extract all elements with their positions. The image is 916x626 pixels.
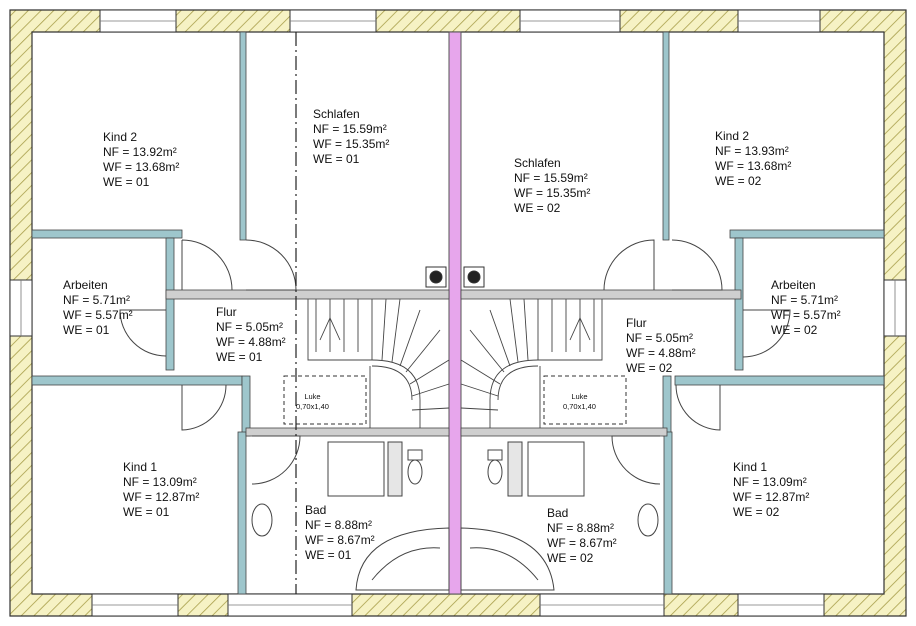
room-nf: NF = 8.88m² — [305, 518, 373, 532]
room-nf: NF = 5.05m² — [626, 331, 694, 345]
room-we: WE = 02 — [733, 505, 780, 519]
room-label-kind2-we01: Kind 2 NF = 13.92m² WF = 13.68m² WE = 01 — [103, 130, 179, 190]
room-nf: NF = 5.71m² — [63, 293, 131, 307]
room-wf: WF = 13.68m² — [715, 159, 792, 173]
doors — [119, 239, 791, 485]
hatch-name: Luke — [304, 392, 321, 401]
room-we: WE = 02 — [715, 174, 762, 188]
corridor-walls — [165, 289, 742, 437]
room-we: WE = 02 — [771, 323, 818, 337]
room-nf: NF = 5.05m² — [216, 320, 284, 334]
room-name: Kind 1 — [123, 460, 158, 474]
room-wf: WF = 8.67m² — [547, 536, 617, 550]
room-label-flur-we01: Flur NF = 5.05m² WF = 4.88m² WE = 01 — [216, 305, 286, 365]
room-name: Kind 1 — [733, 460, 768, 474]
room-nf: NF = 13.09m² — [733, 475, 807, 489]
hatch-label-we01: Luke 0,70x1,40 — [296, 392, 329, 412]
hatch-name: Luke — [571, 392, 588, 401]
room-label-kind1-we02: Kind 1 NF = 13.09m² WF = 12.87m² WE = 02 — [733, 460, 809, 520]
room-wf: WF = 5.57m² — [771, 308, 841, 322]
room-label-schlafen-we02: Schlafen NF = 15.59m² WF = 15.35m² WE = … — [514, 156, 590, 216]
room-wf: WF = 15.35m² — [313, 137, 390, 151]
room-wf: WF = 4.88m² — [216, 335, 286, 349]
room-wf: WF = 13.68m² — [103, 160, 180, 174]
room-name: Schlafen — [514, 156, 561, 170]
room-name: Flur — [216, 305, 237, 319]
room-label-arbeiten-we01: Arbeiten NF = 5.71m² WF = 5.57m² WE = 01 — [63, 278, 133, 338]
staircase-right — [460, 298, 603, 428]
room-label-flur-we02: Flur NF = 5.05m² WF = 4.88m² WE = 02 — [626, 316, 696, 376]
room-nf: NF = 13.93m² — [715, 144, 789, 158]
room-nf: NF = 15.59m² — [313, 122, 387, 136]
room-we: WE = 01 — [123, 505, 170, 519]
room-nf: NF = 15.59m² — [514, 171, 588, 185]
room-label-bad-we01: Bad NF = 8.88m² WF = 8.67m² WE = 01 — [305, 503, 375, 563]
room-nf: NF = 13.92m² — [103, 145, 177, 159]
room-we: WE = 02 — [626, 361, 673, 375]
room-we: WE = 01 — [313, 152, 360, 166]
room-nf: NF = 5.71m² — [771, 293, 839, 307]
room-label-bad-we02: Bad NF = 8.88m² WF = 8.67m² WE = 02 — [547, 506, 617, 566]
room-name: Arbeiten — [63, 278, 108, 292]
room-wf: WF = 12.87m² — [733, 490, 810, 504]
party-wall — [448, 31, 462, 595]
room-we: WE = 01 — [305, 548, 352, 562]
hatch-size: 0,70x1,40 — [296, 402, 329, 411]
room-name: Bad — [547, 506, 569, 520]
room-we: WE = 01 — [103, 175, 150, 189]
room-name: Bad — [305, 503, 327, 517]
hatch-label-we02: Luke 0,70x1,40 — [563, 392, 596, 412]
room-wf: WF = 8.67m² — [305, 533, 375, 547]
room-nf: NF = 8.88m² — [547, 521, 615, 535]
room-name: Arbeiten — [771, 278, 816, 292]
room-we: WE = 02 — [547, 551, 594, 565]
room-we: WE = 01 — [216, 350, 263, 364]
room-wf: WF = 4.88m² — [626, 346, 696, 360]
room-name: Schlafen — [313, 107, 360, 121]
room-label-schlafen-we01: Schlafen NF = 15.59m² WF = 15.35m² WE = … — [313, 107, 389, 167]
room-name: Kind 2 — [103, 130, 138, 144]
room-name: Kind 2 — [715, 129, 750, 143]
bathroom-fixtures — [251, 441, 659, 591]
chimneys — [425, 266, 485, 288]
staircase-left — [307, 298, 450, 428]
room-label-arbeiten-we02: Arbeiten NF = 5.71m² WF = 5.57m² WE = 02 — [771, 278, 841, 338]
room-wf: WF = 12.87m² — [123, 490, 200, 504]
room-we: WE = 02 — [514, 201, 561, 215]
room-label-kind2-we02: Kind 2 NF = 13.93m² WF = 13.68m² WE = 02 — [715, 129, 791, 189]
room-wf: WF = 5.57m² — [63, 308, 133, 322]
room-label-kind1-we01: Kind 1 NF = 13.09m² WF = 12.87m² WE = 01 — [123, 460, 199, 520]
room-name: Flur — [626, 316, 647, 330]
room-nf: NF = 13.09m² — [123, 475, 197, 489]
room-we: WE = 01 — [63, 323, 110, 337]
hatch-size: 0,70x1,40 — [563, 402, 596, 411]
attic-hatches — [283, 375, 627, 425]
interior-walls — [31, 31, 885, 595]
room-wf: WF = 15.35m² — [514, 186, 591, 200]
